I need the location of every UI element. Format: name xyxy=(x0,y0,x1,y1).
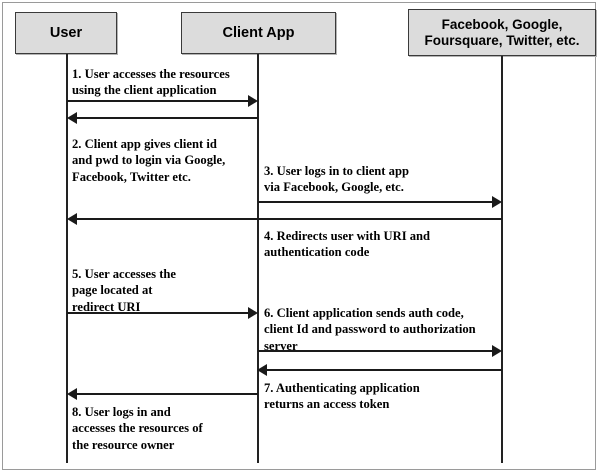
message-line-4 xyxy=(77,218,502,220)
message-label-8: 8. User logs in and accesses the resourc… xyxy=(72,405,203,452)
message-arrowhead-3 xyxy=(492,196,502,208)
message-arrowhead-8 xyxy=(67,388,77,400)
message-arrowhead-7 xyxy=(257,364,267,376)
message-line-8 xyxy=(77,393,258,395)
message-label-2: 2. Client app gives client id and pwd to… xyxy=(72,137,226,184)
message-line-3 xyxy=(258,201,493,203)
lifeline-user xyxy=(66,54,68,463)
diagram-frame xyxy=(2,2,596,470)
lifeline-client-app xyxy=(257,54,259,463)
lifeline-identity-providers xyxy=(501,56,503,463)
actor-box-client-app[interactable]: Client App xyxy=(181,12,336,54)
message-line-2 xyxy=(77,117,258,119)
message-line-1 xyxy=(67,100,249,102)
message-line-6 xyxy=(258,350,493,352)
actor-box-user[interactable]: User xyxy=(15,12,117,54)
message-arrowhead-5 xyxy=(248,307,258,319)
message-arrowhead-2 xyxy=(67,112,77,124)
message-label-7: 7. Authenticating application returns an… xyxy=(264,381,420,412)
message-label-1: 1. User accesses the resources using the… xyxy=(72,67,230,98)
actor-label-identity-providers: Facebook, Google, Foursquare, Twitter, e… xyxy=(424,16,580,48)
message-arrowhead-6 xyxy=(492,345,502,357)
message-arrowhead-1 xyxy=(248,95,258,107)
actor-label-user: User xyxy=(49,24,83,41)
message-label-3: 3. User logs in to client app via Facebo… xyxy=(264,164,409,195)
message-label-4: 4. Redirects user with URI and authentic… xyxy=(264,229,431,260)
actor-box-identity-providers[interactable]: Facebook, Google, Foursquare, Twitter, e… xyxy=(408,9,596,56)
actor-label-client-app: Client App xyxy=(222,24,295,41)
message-arrowhead-4 xyxy=(67,213,77,225)
message-label-5: 5. User accesses the page located at red… xyxy=(72,267,176,314)
message-label-6: 6. Client application sends auth code, c… xyxy=(264,306,476,353)
message-line-5 xyxy=(67,312,249,314)
message-line-7 xyxy=(267,369,502,371)
